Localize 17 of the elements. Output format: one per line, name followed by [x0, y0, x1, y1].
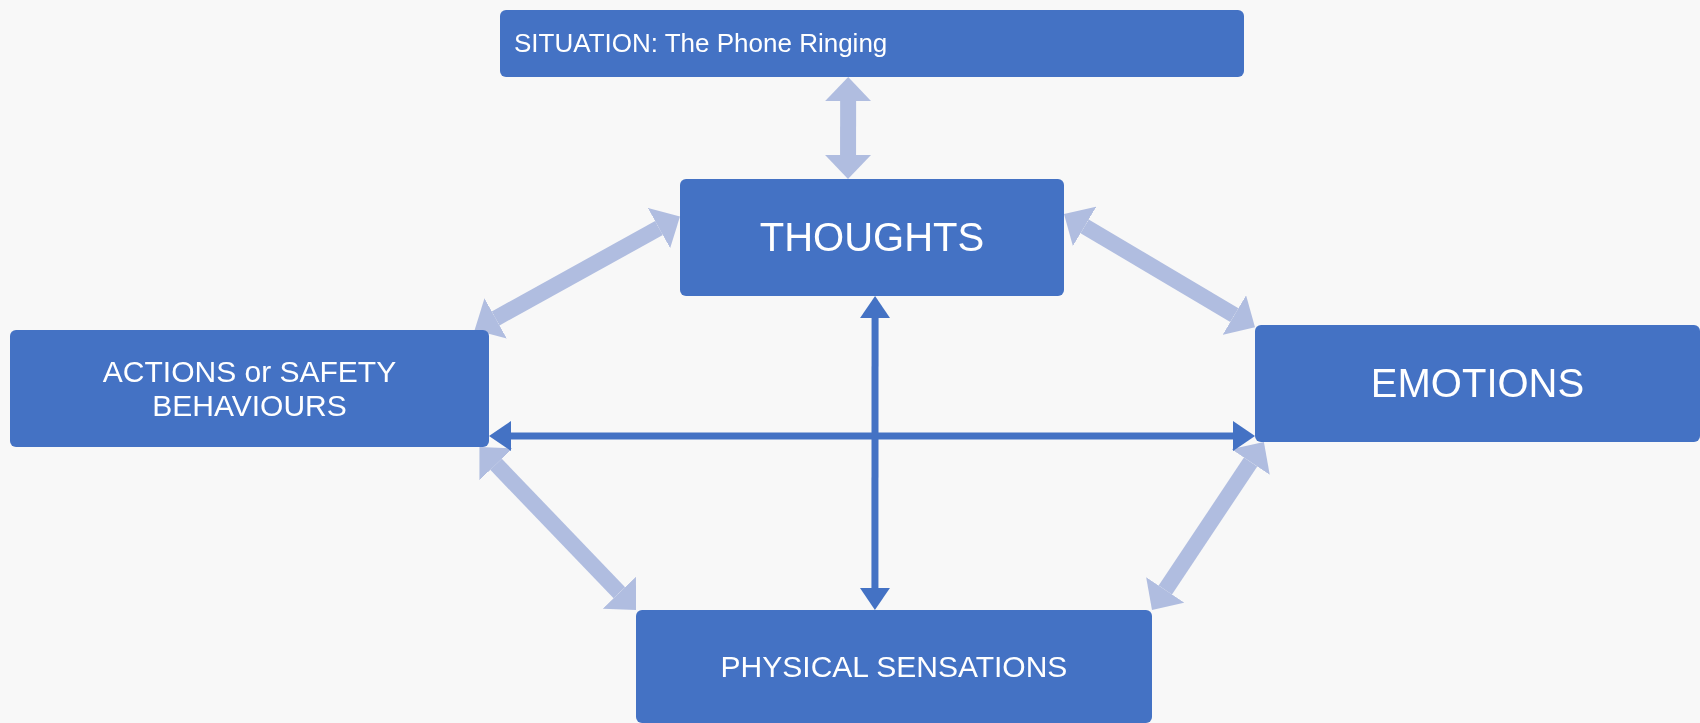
box-label: SITUATION: The Phone Ringing	[514, 28, 888, 59]
double-arrow	[859, 296, 891, 610]
process-box	[680, 179, 1064, 296]
double-arrow	[825, 77, 872, 179]
process-box	[10, 330, 489, 447]
double-arrow	[479, 447, 636, 610]
process-box	[1255, 325, 1700, 442]
double-arrow	[489, 421, 1255, 452]
double-arrow	[1146, 442, 1270, 610]
double-arrow	[1064, 206, 1255, 335]
process-box	[500, 10, 1244, 77]
box-label: ACTIONS or SAFETY BEHAVIOURS	[101, 354, 398, 423]
box-label: PHYSICAL SENSATIONS	[720, 649, 1068, 684]
box-label: THOUGHTS	[759, 215, 985, 260]
double-arrow	[474, 207, 680, 339]
process-box	[636, 610, 1152, 723]
box-label: EMOTIONS	[1370, 361, 1585, 406]
